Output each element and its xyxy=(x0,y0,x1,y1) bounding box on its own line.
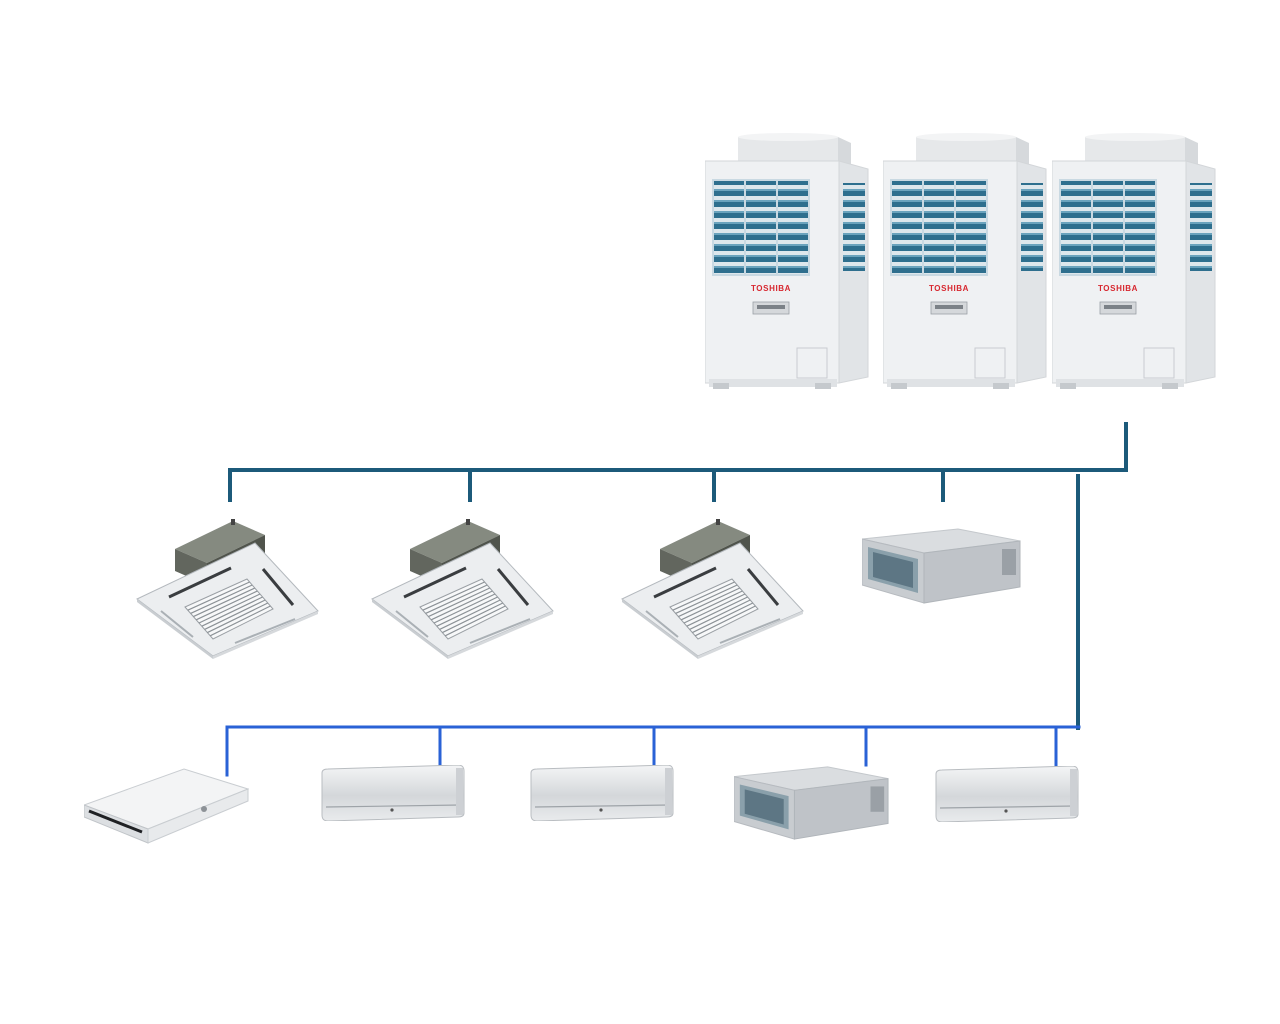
refrigerant-piping xyxy=(225,422,1128,777)
outdoor-unit-icon xyxy=(883,133,1047,390)
cassette-unit-icon xyxy=(620,519,805,659)
outdoor-units: TOSHIBA TOSHIBA TOSHIBA xyxy=(705,133,1216,390)
ceiling-suspended-unit-icon xyxy=(84,767,249,845)
wall-mounted-unit-icon xyxy=(935,766,1079,822)
brand-logo: TOSHIBA xyxy=(751,284,791,293)
wall-mounted-unit-icon xyxy=(530,765,674,821)
cassette-unit-icon xyxy=(135,519,320,659)
outdoor-unit-icon xyxy=(705,133,869,390)
brand-logo: TOSHIBA xyxy=(929,284,969,293)
cassette-unit-icon xyxy=(370,519,555,659)
ducted-unit-icon xyxy=(734,766,889,840)
outdoor-unit: TOSHIBA xyxy=(1052,133,1216,390)
indoor-units-lower-row xyxy=(84,765,1079,845)
outdoor-unit: TOSHIBA xyxy=(705,133,869,390)
outdoor-unit-icon xyxy=(1052,133,1216,390)
wall-mounted-unit-icon xyxy=(321,765,465,821)
brand-logo: TOSHIBA xyxy=(1098,284,1138,293)
indoor-units-upper-row xyxy=(135,519,1021,659)
ducted-unit-icon xyxy=(862,528,1021,604)
outdoor-unit: TOSHIBA xyxy=(883,133,1047,390)
